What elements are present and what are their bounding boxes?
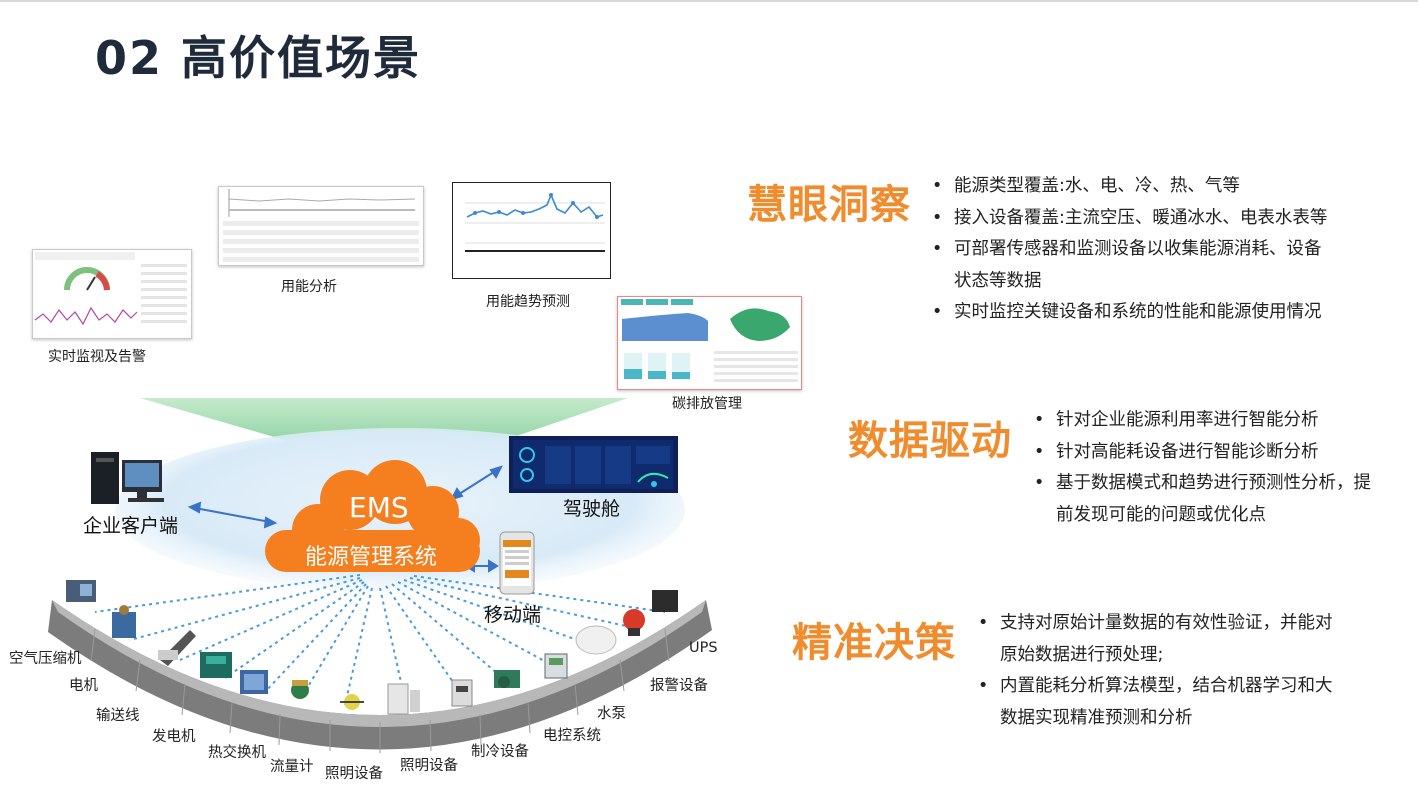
list-item: •能源类型覆盖:水、电、冷、热、气等 [932,176,1240,196]
panel-title-data-driven: 数据驱动 [848,418,1012,464]
carbon-screenshot [617,296,802,390]
top-divider [0,0,1418,2]
panel-title-insight: 慧眼洞察 [747,182,911,228]
mobile-label: 移动端 [484,604,542,626]
ems-subtitle: 能源管理系统 [305,545,438,570]
usage-caption: 用能分析 [281,279,337,295]
device-label: 水泵 [597,706,626,722]
list-item: •实时监控关键设备和系统的性能和能源使用情况 [932,302,1322,322]
device-label: 报警设备 [650,678,708,694]
device-label: 输送线 [96,708,140,724]
list-item: •内置能耗分析算法模型，结合机器学习和大数据实现精准预测和分析 [978,676,1333,728]
usage-screenshot [218,186,424,266]
device-label: 热交换机 [208,745,266,761]
list-item: •可部署传感器和监测设备以收集能源消耗、设备状态等数据 [932,239,1322,291]
panel-title-decision: 精准决策 [792,620,956,666]
insight-list: •能源类型覆盖:水、电、冷、热、气等 •接入设备覆盖:主流空压、暖通冰水、电表水… [928,171,1327,329]
carbon-caption: 碳排放管理 [672,396,742,412]
page-title: 02 高价值场景 [95,31,422,85]
client-label: 企业客户端 [83,515,179,537]
monitor-caption: 实时监视及告警 [48,349,146,365]
list-item: •针对高能耗设备进行智能诊断分析 [1034,441,1319,462]
ems-label: EMS [349,491,409,524]
trend-screenshot [452,182,611,279]
device-label: 电控系统 [543,728,601,744]
list-item: •支持对原始计量数据的有效性验证，并能对原始数据进行预处理; [978,613,1333,665]
device-label: 电机 [69,678,98,694]
list-item: •针对企业能源利用率进行智能分析 [1034,410,1319,430]
device-label: 发电机 [152,729,196,745]
device-label: 照明设备 [400,758,458,774]
device-label: 照明设备 [325,766,383,782]
device-label: 流量计 [270,759,314,775]
monitor-screenshot [32,249,192,339]
list-item: •接入设备覆盖:主流空压、暖通冰水、电表水表等 [932,207,1328,228]
trend-caption: 用能趋势预测 [486,294,570,310]
data-driven-list: •针对企业能源利用率进行智能分析 •针对高能耗设备进行智能诊断分析 •基于数据模… [1030,405,1371,531]
device-label: UPS [689,640,718,656]
list-item: •基于数据模式和趋势进行预测性分析，提前发现可能的问题或优化点 [1034,473,1371,525]
device-label: 空气压缩机 [9,651,82,667]
decision-list: •支持对原始计量数据的有效性验证，并能对原始数据进行预处理; •内置能耗分析算法… [974,608,1333,734]
cockpit-label: 驾驶舱 [563,498,621,520]
device-label: 制冷设备 [471,744,529,760]
